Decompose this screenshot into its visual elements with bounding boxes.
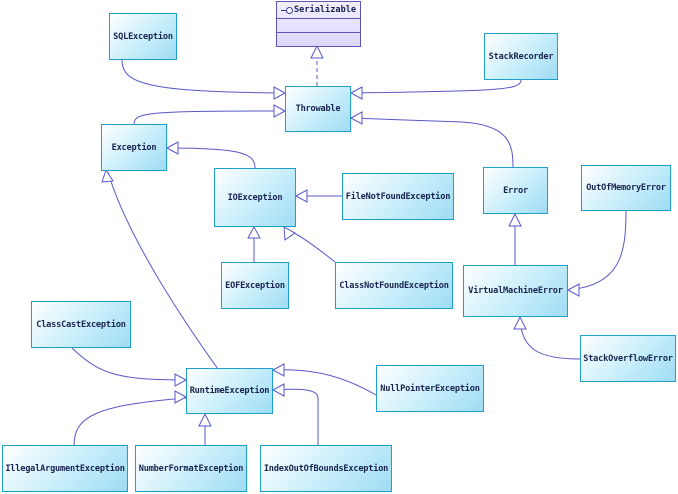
class-classnotfoundexception[interactable]: ClassNotFoundException <box>335 262 453 309</box>
class-illegalargumentexception[interactable]: IllegalArgumentException <box>2 445 128 492</box>
interface-attributes-compartment <box>277 19 360 33</box>
arrowhead-runtime-right-1 <box>271 363 285 377</box>
interface-lollipop-icon <box>286 6 293 14</box>
class-outofmemoryerror[interactable]: OutOfMemoryError <box>581 165 671 211</box>
class-numberformatexception[interactable]: NumberFormatException <box>135 445 247 492</box>
interface-serializable[interactable]: Serializable <box>276 1 361 47</box>
arrowhead-ioexception-bottom-2 <box>283 226 296 241</box>
class-filenotfoundexception[interactable]: FileNotFoundException <box>342 173 454 220</box>
interface-lollipop-stick <box>281 9 286 11</box>
arrowhead-ioexception-bottom-1 <box>247 225 261 239</box>
edge-outofmemory-vmerror <box>567 210 627 291</box>
edge-stackoverflow-vmerror <box>519 317 581 360</box>
interface-header: Serializable <box>277 2 360 19</box>
arrowhead-runtime-left-2 <box>174 390 188 404</box>
arrowhead-runtime-bottom <box>198 412 212 427</box>
arrowhead-throwable-right-2 <box>349 111 363 125</box>
edge-stackrecorder-throwable <box>350 79 522 94</box>
edge-sqlexception-throwable <box>121 59 286 94</box>
arrowhead-exception-bottom <box>101 168 114 183</box>
edge-indexoutofbounds-runtime <box>272 388 319 445</box>
arrowhead-throwable-right-1 <box>349 86 363 100</box>
arrowhead-runtime-left-1 <box>174 373 188 387</box>
edge-classcast-runtime <box>71 347 187 381</box>
class-sqlexception[interactable]: SQLException <box>109 13 177 60</box>
class-error[interactable]: Error <box>483 167 548 214</box>
class-indexoutofboundsexception[interactable]: IndexOutOfBoundsException <box>260 445 392 492</box>
edge-nullpointer-runtime <box>272 369 377 396</box>
arrowhead-vmerror-right <box>566 283 580 297</box>
class-exception[interactable]: Exception <box>101 124 167 171</box>
class-eofexception[interactable]: EOFException <box>221 262 289 309</box>
arrowhead-ioexception-right <box>294 189 308 203</box>
class-virtualmachineerror[interactable]: VirtualMachineError <box>463 265 568 317</box>
class-ioexception[interactable]: IOException <box>214 168 296 227</box>
arrowhead-throwable-left-1 <box>273 86 287 100</box>
class-nullpointerexception[interactable]: NullPointerException <box>376 365 484 412</box>
arrowhead-serializable <box>310 44 324 59</box>
arrowhead-exception-right <box>165 141 179 155</box>
edge-error-throwable <box>350 117 514 168</box>
edge-runtime-exception <box>107 171 219 370</box>
arrowhead-runtime-right-2 <box>271 383 285 397</box>
class-classcastexception[interactable]: ClassCastException <box>31 301 131 348</box>
edge-illegalargument-runtime <box>73 397 187 446</box>
edge-exception-throwable <box>133 110 286 125</box>
edge-ioexception-exception <box>166 147 256 169</box>
arrowhead-error-bottom <box>508 212 522 227</box>
class-stackoverflowerror[interactable]: StackOverflowError <box>580 335 676 382</box>
class-throwable[interactable]: Throwable <box>285 86 351 132</box>
class-stackrecorder[interactable]: StackRecorder <box>484 33 558 80</box>
arrowhead-vmerror-bottom <box>513 315 527 330</box>
class-runtimeexception[interactable]: RuntimeException <box>186 368 273 414</box>
arrowhead-throwable-left-2 <box>273 104 287 118</box>
interface-name: Serializable <box>294 5 357 15</box>
